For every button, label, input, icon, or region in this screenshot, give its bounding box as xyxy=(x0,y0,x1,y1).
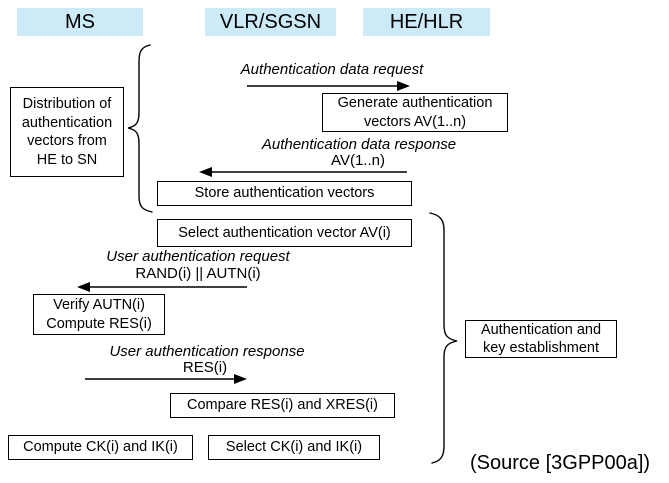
distribution-box: Distribution of authentication vectors f… xyxy=(10,87,124,177)
user-auth-response-params: RES(i) xyxy=(182,359,228,376)
store-vectors-box: Store authentication vectors xyxy=(157,181,412,206)
compare-res-box: Compare RES(i) and XRES(i) xyxy=(170,393,395,418)
distribution-line: vectors from xyxy=(27,133,107,149)
auth-data-request-label: Authentication data request xyxy=(240,61,424,78)
select-ck-ik-box: Select CK(i) and IK(i) xyxy=(208,435,380,460)
generate-vectors-line: vectors AV(1..n) xyxy=(363,113,467,130)
user-auth-response-arrow xyxy=(85,374,247,384)
user-auth-response-label: User authentication response xyxy=(109,343,305,360)
auth-data-request-arrow xyxy=(247,81,410,91)
distribution-line: HE to SN xyxy=(36,151,98,168)
select-vector-box: Select authentication vector AV(i) xyxy=(157,219,412,247)
user-auth-request-label: User authentication request xyxy=(106,248,290,265)
distribution-line: Distribution of xyxy=(22,96,112,112)
auth-establishment-line: key establishment xyxy=(482,340,600,356)
auth-establishment-phase-brace xyxy=(429,212,458,464)
user-auth-request-params: RAND(i) || AUTN(i) xyxy=(135,265,261,282)
distribution-phase-brace xyxy=(127,44,153,213)
verify-compute-box: Verify AUTN(i) Compute RES(i) xyxy=(33,294,165,335)
column-header-vlr-sgsn: VLR/SGSN xyxy=(205,8,336,36)
compute-ck-ik-box: Compute CK(i) and IK(i) xyxy=(8,435,193,460)
column-header-he-hlr: HE/HLR xyxy=(363,8,490,36)
generate-vectors-line: Generate authentication xyxy=(337,95,493,111)
auth-data-response-arrow xyxy=(199,167,407,177)
auth-data-response-params: AV(1..n) xyxy=(331,152,385,169)
column-header-ms: MS xyxy=(17,8,143,36)
verify-compute-line: Verify AUTN(i) xyxy=(53,297,145,313)
user-auth-request-arrow xyxy=(77,282,247,292)
auth-establishment-box: Authentication and key establishment xyxy=(465,320,617,358)
auth-establishment-line: Authentication and xyxy=(480,321,602,338)
auth-data-response-label: Authentication data response xyxy=(261,136,457,153)
source-citation: (Source [3GPP00a]) xyxy=(470,452,651,474)
distribution-line: authentication xyxy=(21,114,113,131)
generate-vectors-box: Generate authentication vectors AV(1..n) xyxy=(322,93,508,132)
verify-compute-line: Compute RES(i) xyxy=(46,315,152,332)
